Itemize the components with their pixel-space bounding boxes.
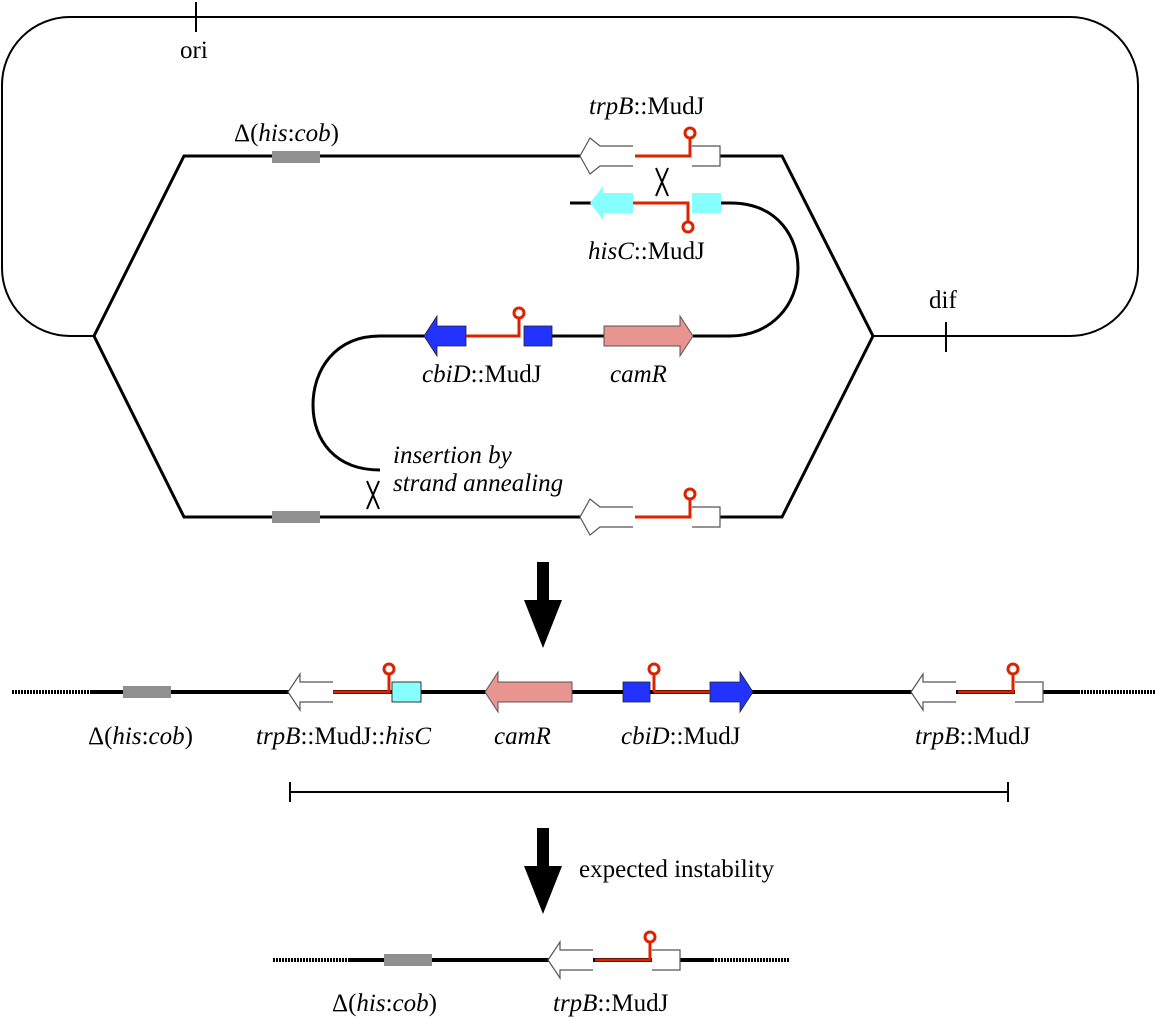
trpB-mudj-hisC-label: trpB::MudJ::hisC xyxy=(256,723,431,750)
his-cob-deletion-bottom xyxy=(272,511,320,523)
his-cob-deletion-mid-label: Δ(his:cob) xyxy=(88,723,193,750)
his-cob-deletion-top xyxy=(272,151,320,163)
insertion-label-line2: strand annealing xyxy=(393,470,563,497)
upper-replicated-arm xyxy=(92,154,590,337)
mudj-insert xyxy=(635,138,692,158)
mudj-insert-mid-right xyxy=(958,674,1015,694)
ori-label: ori xyxy=(180,37,208,64)
lower-replicated-arm xyxy=(92,335,590,519)
his-cob-deletion-mid xyxy=(123,686,171,698)
cbiD-arrow-mid xyxy=(709,670,754,714)
crossover-bottom-icon xyxy=(366,480,380,510)
trpB-mudj-bottom xyxy=(579,487,721,536)
camR-mid-label: camR xyxy=(494,723,551,750)
mudj-insert-cbiD xyxy=(466,318,521,338)
camR-arrow-mid xyxy=(484,670,573,714)
chromosome-outer-loop xyxy=(0,16,1139,337)
mudj-lollipop xyxy=(683,126,697,140)
trpB-mudj-top xyxy=(579,126,721,175)
hisC-mudj-label: hisC::MudJ xyxy=(588,238,705,265)
mudj-lollipop xyxy=(683,487,697,501)
duplication-span-bracket xyxy=(289,782,1009,802)
lower-replicated-arm-right xyxy=(720,335,875,519)
hisC-box xyxy=(692,193,721,213)
process-arrow-1 xyxy=(524,562,562,648)
trpB-mudj-bottom-label: trpB::MudJ xyxy=(553,990,669,1017)
his-cob-deletion-bottom-label: Δ(his:cob) xyxy=(332,990,437,1017)
cbiD-mudj-mid-label: cbiD::MudJ xyxy=(621,723,741,750)
mudj-lollipop-cbiD-mid xyxy=(647,662,661,676)
mudj-insert-hisC xyxy=(633,201,690,222)
camR-label: camR xyxy=(610,361,667,388)
mudj-insert-bottom xyxy=(595,942,652,962)
dif-label: dif xyxy=(929,287,957,314)
mudj-lollipop-hisC xyxy=(681,220,695,234)
mudj-lollipop-mid xyxy=(382,662,396,676)
trpB-box-mid-right xyxy=(1015,681,1044,703)
trpB-box xyxy=(692,145,721,167)
trpB-mudj-top-label: trpB::MudJ xyxy=(589,93,705,120)
trpB-arrow-bottom xyxy=(547,940,593,980)
upper-replicated-arm-right xyxy=(720,154,875,337)
camR-arrow xyxy=(603,314,694,358)
his-cob-deletion-top-label: Δ(his:cob) xyxy=(234,120,339,147)
inserted-strand-loop-left xyxy=(311,334,425,472)
his-cob-deletion-bottom-row xyxy=(384,954,432,966)
mudj-lollipop-mid-right xyxy=(1006,662,1020,676)
process-arrow-2 xyxy=(524,828,562,914)
mudj-insert xyxy=(635,499,692,519)
insertion-label-line1: insertion by xyxy=(393,442,513,469)
trpB-mudj-mid-right-label: trpB::MudJ xyxy=(915,723,1031,750)
trpB-arrow xyxy=(579,498,633,536)
mudj-insert-cbiD-mid xyxy=(652,674,710,694)
mudj-lollipop-cbiD xyxy=(512,306,526,320)
trpB-arrow xyxy=(579,137,633,175)
hisC-box-mid xyxy=(391,681,422,703)
cbiD-arrow xyxy=(423,314,467,358)
trpB-arrow-mid xyxy=(287,672,333,712)
crossover-top-icon xyxy=(655,167,669,197)
cbiD-mudj-label: cbiD::MudJ xyxy=(422,361,542,388)
trpB-arrow-mid-right xyxy=(910,672,956,712)
mudj-insert-mid xyxy=(333,674,391,694)
hisC-arrow xyxy=(590,186,633,220)
inserted-strand-loop-right xyxy=(693,201,800,338)
trpB-box-bottom xyxy=(652,949,681,971)
mudj-lollipop-bottom xyxy=(643,930,657,944)
cbiD-box xyxy=(523,325,553,347)
trpB-box xyxy=(692,506,721,528)
instability-label: expected instability xyxy=(579,856,775,883)
cbiD-box-mid xyxy=(622,681,651,703)
